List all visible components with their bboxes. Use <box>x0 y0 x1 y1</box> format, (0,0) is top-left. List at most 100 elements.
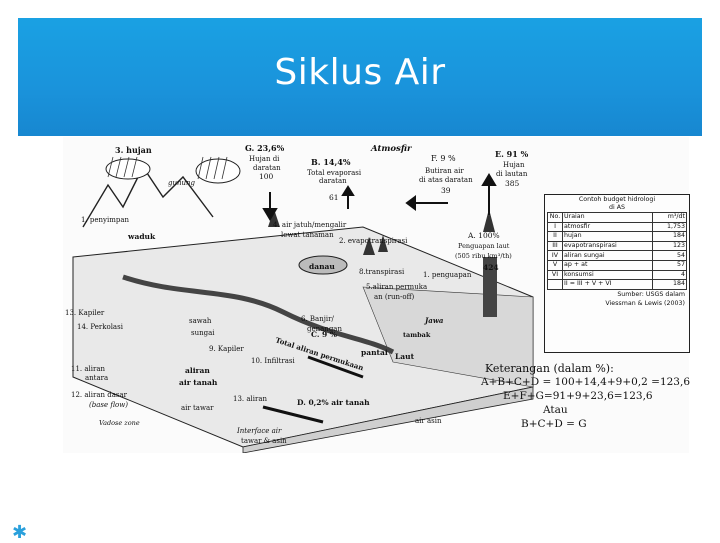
table-row: II hujan 184 <box>547 231 687 242</box>
cell-uraian: hujan <box>561 231 654 242</box>
cell-uraian: konsumsi <box>561 269 654 281</box>
table-row: III evapotranspirasi 123 <box>547 240 687 252</box>
header-no: No. <box>547 212 563 223</box>
cell-uraian: atmosfir <box>561 221 654 233</box>
label-b-val: 61 <box>329 193 339 202</box>
label-aliran-dasar-2: (base flow) <box>89 401 128 409</box>
label-sungai: sungai <box>191 329 215 337</box>
label-interface-1: Interface air <box>236 427 282 435</box>
label-banjir: 6. Banjir/ <box>301 315 334 323</box>
rain-lines <box>107 156 228 180</box>
label-f-title: F. 9 % <box>431 154 456 163</box>
land-edge <box>242 386 534 453</box>
label-transpirasi: 8.transpirasi <box>359 268 405 276</box>
table-header-row: No. Uraian m³/dt <box>547 212 687 223</box>
table-row: IV aliran sungai 54 <box>547 250 687 261</box>
label-aliran-tanah-1: aliran <box>185 366 210 375</box>
legend-panel: Keterangan (dalam %): A+B+C+D = 100+14,4… <box>481 362 691 431</box>
label-jawa: Jawa <box>423 316 444 325</box>
label-e-val: 385 <box>505 179 520 188</box>
label-g-sub1: Hujan di <box>249 155 280 163</box>
budget-table-panel: Contoh budget hidrologi di AS No. Uraian… <box>544 194 690 353</box>
label-air-tawar: air tawar <box>181 404 214 412</box>
cell-no <box>547 279 563 290</box>
table-row: I atmosfir 1,753 <box>547 221 687 233</box>
label-b-title: B. 14,4% <box>311 157 351 167</box>
budget-table-title-line1: Contoh budget hidrologi <box>578 196 656 203</box>
label-g-title: G. 23,6% <box>245 143 285 153</box>
label-g-sub2: daratan <box>253 164 281 172</box>
header-unit: m³/dt <box>652 212 687 223</box>
legend-formula-3: B+C+D = G <box>521 418 587 430</box>
cell-uraian: ap + at <box>561 259 654 271</box>
label-g-val: 100 <box>259 172 274 181</box>
label-a-sub2: (505 ribu km³/th) <box>455 252 512 260</box>
label-f-sub1: Butiran air <box>425 167 464 175</box>
label-lewat-tanaman: lewat tanaman <box>281 231 334 239</box>
label-f-sub2: di atas daratan <box>419 176 473 184</box>
water-cycle-diagram: 3. hujan G. 23,6% Hujan di daratan 100 B… <box>63 137 691 453</box>
label-aliran-13: 13. aliran <box>233 395 268 403</box>
label-interface-2: tawar & asin <box>241 437 287 445</box>
cell-no: VI <box>547 269 563 281</box>
label-infiltrasi: 10. Infiltrasi <box>251 357 295 365</box>
table-source-line2: Viessman & Lewis (2003) <box>605 299 685 307</box>
label-perkolasi: 14. Perkolasi <box>77 323 124 331</box>
cell-value: 1,753 <box>652 221 687 233</box>
label-penguapan: 1. penguapan <box>423 271 472 279</box>
label-evapotranspirasi: 2. evapotranspirasi <box>339 237 408 245</box>
legend-or-word: Atau <box>543 404 568 416</box>
label-a-val: 424 <box>483 263 499 272</box>
label-waduk: waduk <box>127 232 156 241</box>
label-gunung: gunung <box>168 179 196 187</box>
label-kapiler13: 13. Kapiler <box>65 309 105 317</box>
budget-table-title: Contoh budget hidrologi di AS <box>545 195 689 212</box>
diagram-drawing: 3. hujan G. 23,6% Hujan di daratan 100 B… <box>65 143 534 453</box>
label-a-title: A. 100% <box>467 231 500 240</box>
label-vadose: Vadose zone <box>99 419 140 427</box>
cell-no: II <box>547 231 563 242</box>
label-danau: danau <box>309 262 335 271</box>
cell-uraian: aliran sungai <box>561 250 654 261</box>
flow-arrows <box>262 173 497 424</box>
label-c-title: C. 9 % <box>311 330 337 339</box>
label-e-sub2: di lautan <box>496 170 528 178</box>
cell-no: III <box>547 240 563 252</box>
label-genangan: genangan <box>307 325 342 333</box>
cell-no: V <box>547 259 563 271</box>
cell-value: 184 <box>652 279 687 290</box>
table-source-line1: Sumber: USGS dalam <box>617 290 685 298</box>
label-run-off: an (run-off) <box>374 293 415 301</box>
lake-shape <box>298 255 348 275</box>
label-a-sub1: Penguapan laut <box>458 242 510 250</box>
label-sawah: sawah <box>189 317 212 325</box>
legend-formula-2: E+F+G=91+9+23,6=123,6 <box>503 390 653 402</box>
budget-table: No. Uraian m³/dt I atmosfir 1,753 II huj… <box>547 212 687 290</box>
evaporation-column <box>483 257 497 317</box>
label-b-sub2: daratan <box>319 177 347 185</box>
bullet-star-icon: ✱ <box>12 522 28 543</box>
label-tambak: tambak <box>403 331 431 339</box>
label-f-val: 39 <box>441 186 451 195</box>
label-aliran-permukaan: 5.aliran permuka <box>366 283 427 291</box>
table-row: V ap + at 57 <box>547 259 687 271</box>
label-d-air-tanah: D. 0,2% air tanah <box>297 398 370 407</box>
cell-no: IV <box>547 250 563 261</box>
river-path <box>122 274 395 355</box>
table-row: VI konsumsi 4 <box>547 269 687 281</box>
label-kapiler9: 9. Kapiler <box>209 345 244 353</box>
cell-value: 57 <box>652 259 687 271</box>
label-b-sub1: Total evaporasi <box>307 169 362 177</box>
label-pantai: pantai <box>361 348 388 357</box>
cell-value: 123 <box>652 240 687 252</box>
title-banner <box>18 18 702 136</box>
label-atmosfir: Atmosfir <box>370 144 412 154</box>
legend-heading: Keterangan (dalam %): <box>485 362 614 375</box>
label-aliran-antara-2: antara <box>85 374 108 382</box>
label-air-asin: air asin <box>415 417 442 425</box>
cell-no: I <box>547 221 563 233</box>
header-uraian: Uraian <box>561 212 654 223</box>
label-laut: Laut <box>395 352 415 361</box>
label-air-jatuh: 4. air jatuh/mengalir <box>273 221 347 229</box>
cell-uraian: II = III + V + VI <box>561 279 654 290</box>
